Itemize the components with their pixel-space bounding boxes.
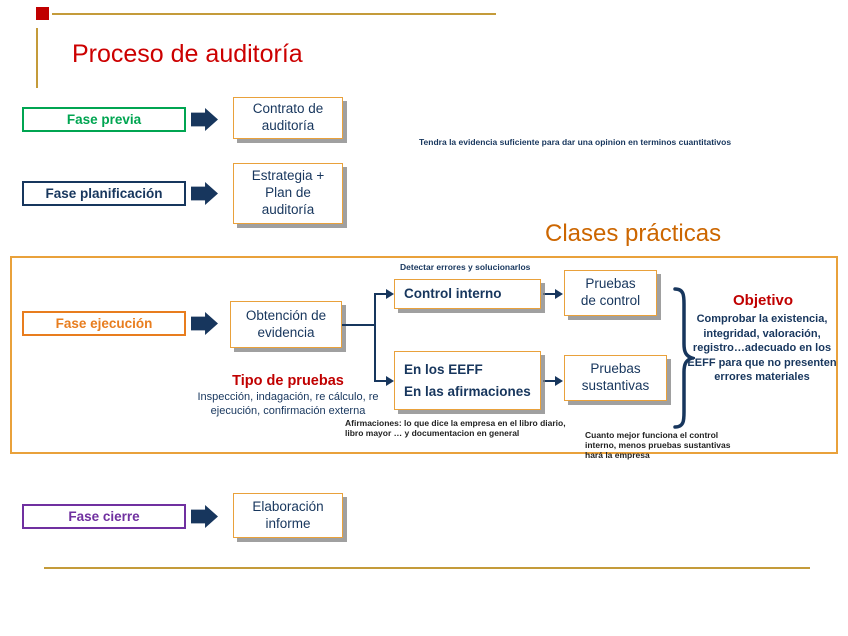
- box-contrato-auditoria: Contrato de auditoría: [233, 97, 343, 139]
- tipo-de-pruebas-title: Tipo de pruebas: [232, 373, 344, 389]
- box-en-los-eeff: En los EEFF En las afirmaciones: [394, 351, 541, 410]
- connector-line: [374, 293, 387, 295]
- phase-label-ejecucion: Fase ejecución: [22, 311, 186, 336]
- box-control-interno: Control interno: [394, 279, 541, 309]
- phase-label-cierre: Fase cierre: [22, 504, 186, 529]
- arrowhead-icon: [386, 376, 394, 386]
- arrowhead-icon: [555, 289, 563, 299]
- right-arrow-icon: [191, 505, 218, 528]
- section-heading-clases-practicas: Clases prácticas: [545, 220, 722, 247]
- bottom-divider-line: [44, 567, 810, 569]
- box-estrategia-plan: Estrategia + Plan de auditoría: [233, 163, 343, 224]
- right-arrow-icon: [191, 182, 218, 205]
- note-control-sustantivas: Cuanto mejor funciona el control interno…: [585, 430, 731, 461]
- right-arrow-icon: [191, 108, 218, 131]
- top-divider-line: [52, 13, 496, 15]
- phase-label-planificacion: Fase planificación: [22, 181, 186, 206]
- objetivo-text: Comprobar la existencia, integridad, val…: [687, 313, 837, 384]
- tipo-de-pruebas-text: Inspección, indagación, re cálculo, re e…: [197, 391, 379, 417]
- brace-icon: [673, 287, 695, 429]
- connector-line: [374, 380, 387, 382]
- connector-line: [374, 293, 376, 382]
- box-pruebas-de-control: Pruebas de control: [564, 270, 657, 316]
- box-pruebas-sustantivas: Pruebas sustantivas: [564, 355, 667, 401]
- note-evidencia: Tendra la evidencia suficiente para dar …: [419, 137, 732, 147]
- connector-line: [543, 380, 556, 382]
- left-divider-line: [36, 28, 38, 88]
- box-obtencion-evidencia: Obtención de evidencia: [230, 301, 342, 348]
- box-elaboracion-informe: Elaboración informe: [233, 493, 343, 538]
- objetivo-title: Objetivo: [732, 292, 793, 309]
- note-afirmaciones: Afirmaciones: lo que dice la empresa en …: [345, 418, 566, 439]
- note-detectar-errores: Detectar errores y solucionarlos: [400, 262, 531, 272]
- right-arrow-icon: [191, 312, 218, 335]
- arrowhead-icon: [386, 289, 394, 299]
- connector-line: [543, 293, 556, 295]
- connector-line: [342, 324, 376, 326]
- page-title: Proceso de auditoría: [72, 40, 303, 68]
- label-en-los-eeff: En los EEFF: [404, 361, 483, 377]
- execution-container-box: [10, 256, 838, 454]
- red-square-decoration: [36, 7, 49, 20]
- phase-label-previa: Fase previa: [22, 107, 186, 132]
- arrowhead-icon: [555, 376, 563, 386]
- label-en-las-afirmaciones: En las afirmaciones: [404, 384, 531, 400]
